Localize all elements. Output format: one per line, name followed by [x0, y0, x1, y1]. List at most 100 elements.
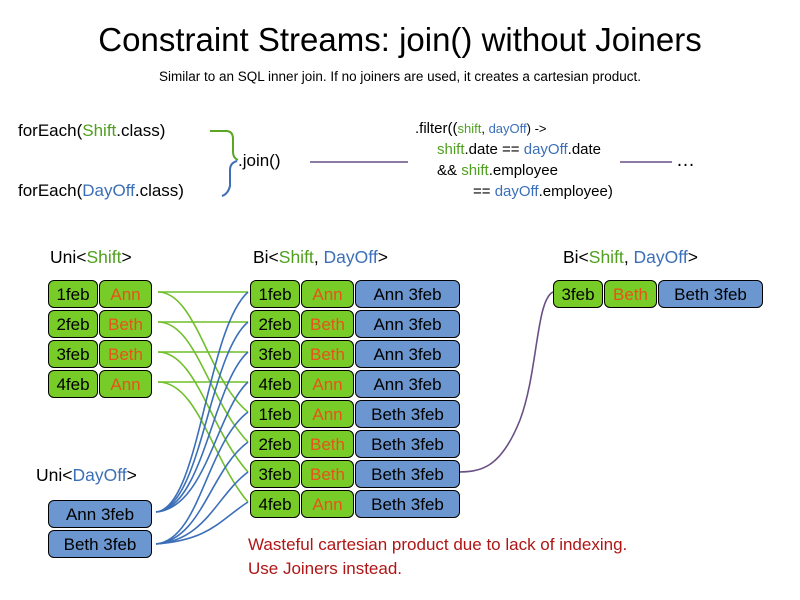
cartesian-dayoff-cell: Beth 3feb	[355, 400, 460, 428]
label-bi-right: Bi<Shift, DayOff>	[563, 246, 698, 268]
cartesian-dayoff-cell: Ann 3feb	[355, 280, 460, 308]
label-bi-right-b: DayOff	[633, 247, 688, 267]
dayoff-pair-cell: Beth 3feb	[48, 530, 152, 558]
label-uni-shift-pre: Uni<	[50, 247, 87, 267]
wire-group-dayoff-to-cartesian	[155, 291, 249, 545]
cartesian-dayoff-cell: Ann 3feb	[355, 340, 460, 368]
wire-group-shift-to-cartesian	[157, 291, 249, 503]
label-uni-shift: Uni<Shift>	[50, 246, 132, 268]
shift-date-cell: 3feb	[48, 340, 98, 368]
filter-line-3: && shift.employee	[415, 160, 613, 181]
label-uni-dayoff: Uni<DayOff>	[36, 464, 137, 486]
filter-arrow: ) ->	[526, 121, 547, 136]
label-bi-right-post: >	[687, 247, 698, 267]
shift-name-cell: Ann	[99, 280, 152, 308]
cartesian-name-cell: Beth	[301, 310, 354, 338]
shift-name-cell: Ann	[99, 370, 152, 398]
warning-note: Wasteful cartesian product due to lack o…	[248, 533, 627, 581]
foreach-shift-prefix: forEach(	[18, 121, 83, 140]
cartesian-date-cell: 4feb	[250, 370, 300, 398]
cartesian-name-cell: Beth	[301, 460, 354, 488]
label-bi-right-pre: Bi<	[563, 247, 589, 267]
shift-date-cell: 2feb	[48, 310, 98, 338]
shift-date-cell: 1feb	[48, 280, 98, 308]
cartesian-name-cell: Beth	[301, 430, 354, 458]
filter-line-1: .filter((shift, dayOff) ->	[415, 118, 613, 139]
filter-l4-dayoff: dayOff	[494, 183, 539, 200]
page-subtitle: Similar to an SQL inner join. If no join…	[159, 69, 641, 84]
filter-line-2: shift.date == dayOff.date	[415, 139, 613, 160]
cartesian-date-cell: 1feb	[250, 400, 300, 428]
label-bi-right-comma: ,	[623, 247, 634, 267]
wire-shift-to-join	[210, 130, 239, 161]
dayoff-pair-cell: Ann 3feb	[48, 500, 152, 528]
cartesian-name-cell: Ann	[301, 280, 354, 308]
dayoff-fact-row: Ann 3feb	[48, 500, 152, 528]
foreach-dayoff-type: DayOff	[82, 181, 135, 200]
foreach-dayoff-expression: forEach(DayOff.class)	[18, 180, 184, 201]
cartesian-date-cell: 2feb	[250, 310, 300, 338]
filter-param-comma: ,	[481, 121, 489, 136]
label-bi-middle-b: DayOff	[323, 247, 378, 267]
foreach-dayoff-prefix: forEach(	[18, 181, 83, 200]
result-dayoff-cell: Beth 3feb	[658, 280, 763, 308]
warning-line-1: Wasteful cartesian product due to lack o…	[248, 535, 628, 554]
wire-cartesian-to-result	[454, 291, 554, 473]
filter-param-shift: shift	[457, 121, 482, 136]
filter-l2-end: .date	[567, 141, 602, 158]
filter-l3-end: .employee	[488, 162, 558, 179]
cartesian-dayoff-cell: Beth 3feb	[355, 430, 460, 458]
cartesian-dayoff-cell: Ann 3feb	[355, 310, 460, 338]
label-uni-dayoff-pre: Uni<	[36, 465, 73, 485]
label-bi-middle-pre: Bi<	[253, 247, 279, 267]
label-bi-middle-comma: ,	[313, 247, 324, 267]
filter-l4-end: .employee)	[538, 183, 613, 200]
shift-name-cell: Beth	[99, 310, 152, 338]
cartesian-dayoff-cell: Ann 3feb	[355, 370, 460, 398]
foreach-shift-suffix: .class)	[116, 121, 166, 140]
filter-l2-mid: .date ==	[464, 141, 524, 158]
warning-line-2: Use Joiners instead.	[248, 559, 403, 578]
label-uni-dayoff-post: >	[126, 465, 137, 485]
shift-date-cell: 4feb	[48, 370, 98, 398]
cartesian-date-cell: 3feb	[250, 460, 300, 488]
page-title: Constraint Streams: join() without Joine…	[98, 21, 702, 58]
cartesian-name-cell: Ann	[301, 490, 354, 518]
cartesian-name-cell: Ann	[301, 370, 354, 398]
filter-l3-shift: shift	[461, 162, 489, 179]
filter-prefix: .filter((	[415, 120, 458, 137]
result-name-cell: Beth	[604, 280, 657, 308]
pipeline-ellipsis: …	[676, 150, 696, 171]
wire-dayoff-to-join	[221, 160, 238, 197]
cartesian-name-cell: Beth	[301, 340, 354, 368]
label-bi-middle-post: >	[377, 247, 388, 267]
filter-param-dayoff: dayOff	[488, 121, 527, 136]
label-bi-middle-a: Shift	[278, 247, 314, 267]
label-bi-right-a: Shift	[588, 247, 624, 267]
cartesian-date-cell: 4feb	[250, 490, 300, 518]
dayoff-fact-row: Beth 3feb	[48, 530, 152, 558]
filter-line-4: == dayOff.employee)	[415, 181, 613, 202]
label-bi-middle: Bi<Shift, DayOff>	[253, 246, 388, 268]
filter-l2-shift: shift	[437, 141, 465, 158]
cartesian-dayoff-cell: Beth 3feb	[355, 490, 460, 518]
cartesian-date-cell: 3feb	[250, 340, 300, 368]
cartesian-date-cell: 2feb	[250, 430, 300, 458]
filter-l2-dayoff: dayOff	[523, 141, 568, 158]
result-date-cell: 3feb	[553, 280, 603, 308]
foreach-shift-expression: forEach(Shift.class)	[18, 120, 165, 141]
